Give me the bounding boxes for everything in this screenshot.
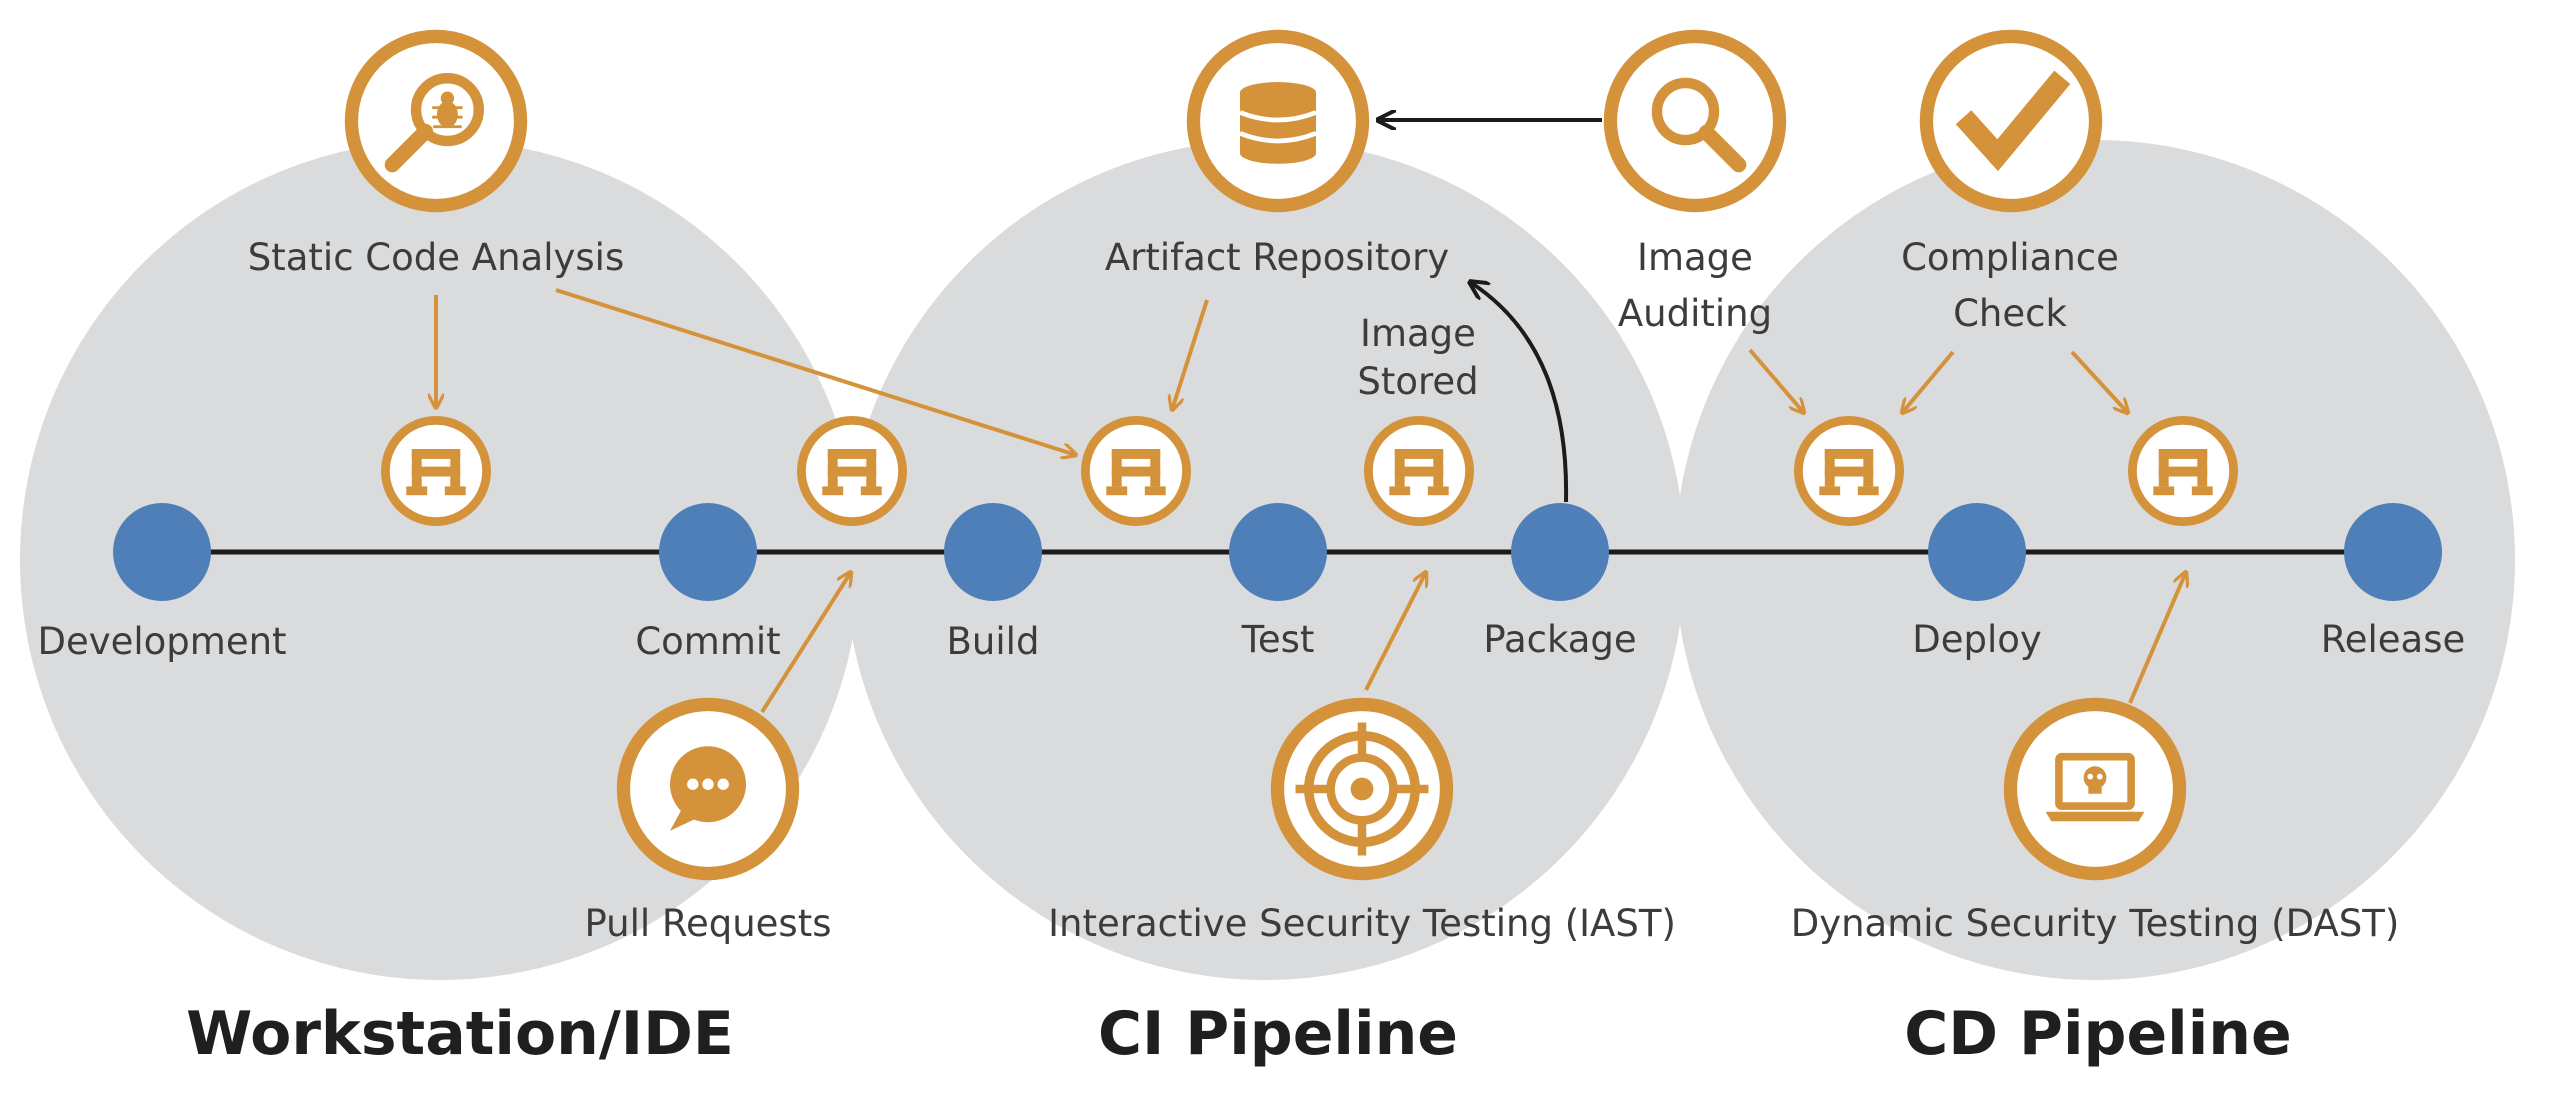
- section-title-workstation: Workstation/IDE: [186, 999, 734, 1069]
- gate-icon: [801, 420, 902, 521]
- gate-icon: [1085, 420, 1186, 521]
- tool-labels: Static Code Analysis Artifact Repository…: [248, 236, 2400, 945]
- annotation-image-stored-line-2: Stored: [1357, 360, 1478, 403]
- tool-label-static-code-analysis: Static Code Analysis: [248, 236, 625, 279]
- arrow-package-to-artifact: [1470, 282, 1569, 503]
- target-icon: [1277, 704, 1446, 873]
- stage-label-test: Test: [1241, 618, 1315, 661]
- chat-bubble-icon: [623, 704, 792, 873]
- tool-label-image-auditing-line-2: Auditing: [1618, 292, 1772, 335]
- stage-node-deploy: [1928, 503, 2026, 601]
- tool-label-artifact-repository: Artifact Repository: [1105, 236, 1449, 279]
- stage-node-package: [1511, 503, 1609, 601]
- magnifier-icon: [1610, 36, 1779, 205]
- cd-section-bg: [1675, 140, 2515, 980]
- stage-node-development: [113, 503, 211, 601]
- gate-icon: [385, 420, 486, 521]
- arrow-artifact-to-gate-3: [1172, 299, 1209, 410]
- arrow-iast-to-gate-4: [1364, 572, 1426, 691]
- checkmark-icon: [1926, 36, 2095, 205]
- database-icon: [1193, 36, 1362, 205]
- stage-label-build: Build: [947, 620, 1040, 663]
- gate-icon: [2132, 420, 2233, 521]
- stage-label-package: Package: [1483, 618, 1636, 661]
- black-arrows: [1378, 120, 1602, 503]
- stage-label-development: Development: [37, 620, 286, 663]
- arrow-dast-to-gate-6: [2128, 572, 2186, 704]
- section-titles: Workstation/IDE CI Pipeline CD Pipeline: [186, 999, 2292, 1069]
- section-title-cd: CD Pipeline: [1904, 999, 2291, 1069]
- laptop-skull-icon: [2010, 704, 2179, 873]
- gate-icon: [1368, 420, 1469, 521]
- bug-magnifier-icon: [351, 36, 520, 205]
- gate-icon: [1798, 420, 1899, 521]
- arrow-compliance-to-gate-6: [2070, 350, 2128, 413]
- annotation-image-stored-line-1: Image: [1360, 312, 1476, 355]
- arrow-sca-to-gate-3: [555, 288, 1076, 455]
- stage-label-commit: Commit: [635, 620, 780, 663]
- arrow-compliance-to-gate-5: [1902, 350, 1955, 413]
- arrow-auditing-to-gate-5: [1748, 348, 1804, 413]
- stage-node-commit: [659, 503, 757, 601]
- stage-label-release: Release: [2321, 618, 2466, 661]
- stage-node-build: [944, 503, 1042, 601]
- stage-node-release: [2344, 503, 2442, 601]
- flow-arrows: [436, 288, 2186, 714]
- tool-label-dast: Dynamic Security Testing (DAST): [1791, 902, 2400, 945]
- section-title-ci: CI Pipeline: [1098, 999, 1458, 1069]
- tool-label-compliance-check-line-2: Check: [1953, 292, 2067, 335]
- stage-labels: Development Commit Build Test Package De…: [37, 618, 2465, 663]
- tool-label-image-auditing-line-1: Image: [1637, 236, 1753, 279]
- arrow-pullreq-to-gate-2: [760, 572, 851, 714]
- stage-node-test: [1229, 503, 1327, 601]
- stage-nodes: [113, 503, 2442, 601]
- tool-label-iast: Interactive Security Testing (IAST): [1048, 902, 1676, 945]
- stage-label-deploy: Deploy: [1912, 618, 2042, 661]
- tool-label-pull-requests: Pull Requests: [584, 902, 831, 945]
- tool-label-compliance-check-line-1: Compliance: [1901, 236, 2119, 279]
